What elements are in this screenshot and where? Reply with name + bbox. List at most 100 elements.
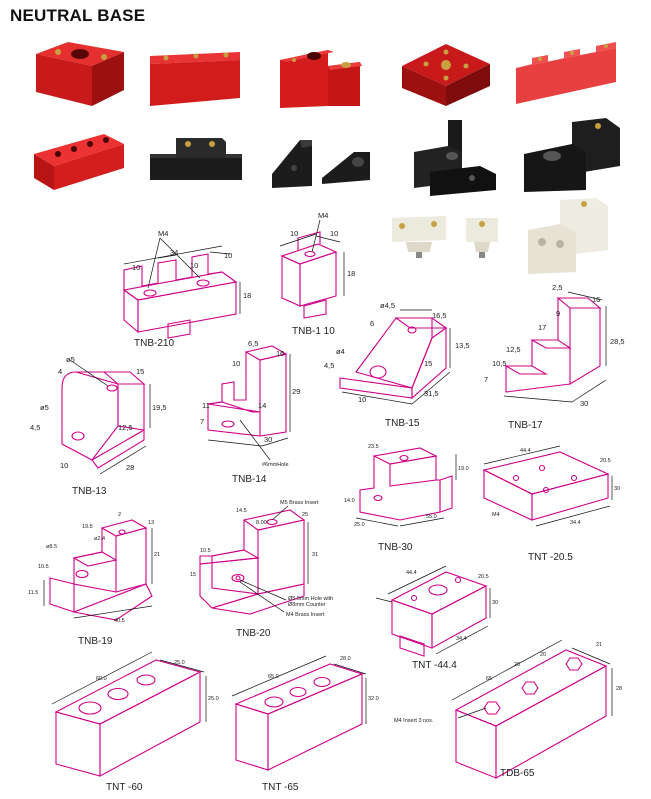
caption-tnb-14: TNB-14 bbox=[232, 474, 267, 485]
drawing-tdb-65: 65 20 20 21 28 M4 Insert 3 nos. TDB-65 bbox=[394, 639, 622, 779]
dim-tnb14-11: 11 bbox=[202, 401, 210, 410]
dim-tnb15-45b: 4,5 bbox=[324, 361, 334, 370]
dim-tnb20-f: 15 bbox=[190, 572, 196, 578]
drawing-tnt-65: 65.0 28.0 32.0 TNT -65 bbox=[231, 655, 379, 793]
drawing-tnb-17: 2,5 16 9 17 28,5 12,5 10,5 7 30 TNB-17 bbox=[484, 283, 625, 431]
dim-tnt65-b: 28.0 bbox=[340, 656, 351, 662]
dim-tnb19-g: 11.5 bbox=[28, 590, 38, 596]
dim-tnb20-c: 8.00 bbox=[256, 520, 267, 526]
dim-tnb19-f: 10.5 bbox=[38, 564, 49, 570]
dim-tdb65-e: 28 bbox=[616, 686, 622, 692]
dim-tnb30-c: 14.0 bbox=[344, 498, 355, 504]
dim-tnb17-285: 28,5 bbox=[610, 337, 625, 346]
caption-tnb-20: TNB-20 bbox=[236, 628, 271, 639]
dim-tnb15-15: 15 bbox=[424, 359, 432, 368]
caption-tnb-110: TNB-1 10 bbox=[292, 326, 335, 337]
photo-white-l-block bbox=[520, 196, 620, 276]
dim-tnb17-125: 12,5 bbox=[506, 345, 521, 354]
dim-tnb30-b: 19.0 bbox=[458, 466, 469, 472]
dim-tnt205-c: M4 bbox=[492, 512, 500, 518]
photo-red-bar-four-holes bbox=[28, 124, 128, 196]
dim-tnb13-45: 4,5 bbox=[30, 423, 40, 432]
dim-tnt60-a: 60.0 bbox=[96, 676, 107, 682]
dim-tnb17-16: 16 bbox=[592, 295, 600, 304]
dim-tnb13-125: 12,5 bbox=[118, 423, 133, 432]
page-title: NEUTRAL BASE bbox=[10, 6, 146, 25]
caption-tnt-65: TNT -65 bbox=[262, 782, 299, 793]
dim-tnt205-a: 44.4 bbox=[520, 448, 531, 454]
dim-tdb65-d: 21 bbox=[596, 642, 602, 648]
dim-tnb20-j: M4 Brass Insert bbox=[286, 612, 325, 618]
drawing-tnb-14: 6,5 16 10 29 14 11 7 30 #6mmHole TNB-14 bbox=[200, 339, 300, 485]
drawing-tnb-15: ø4,5 6 16,5 13,5 ø4 4,5 15 10 31,5 TNB-1… bbox=[324, 301, 470, 429]
photo-black-l-bracket bbox=[400, 116, 500, 200]
dim-tnb15-10: 10 bbox=[358, 395, 366, 404]
dim-tnt205-e: 34.4 bbox=[570, 520, 581, 526]
dim-tnb110-10b: 10 bbox=[330, 229, 338, 238]
dim-tnt60-c: 25.0 bbox=[208, 696, 219, 702]
dim-tnt205-b: 20.5 bbox=[600, 458, 611, 464]
drawing-tnb-20: 14.5 M5 Brass Insert 8.00 25 10.5 15 31 … bbox=[190, 500, 333, 639]
dim-tnb20-d: 25 bbox=[302, 512, 308, 518]
dim-tnb20-h: Ø5.5mm Hole with bbox=[288, 596, 333, 602]
dim-tnb13-28: 28 bbox=[126, 463, 134, 472]
dim-tnb20-b: M5 Brass Insert bbox=[280, 500, 319, 506]
dim-tnb20-a: 14.5 bbox=[236, 508, 247, 514]
dim-tnb19-i: 40.5 bbox=[114, 618, 125, 624]
dim-tnb210-10a: 10 bbox=[132, 263, 140, 272]
photo-white-insulators-pair bbox=[386, 208, 506, 262]
drawing-tnb-19: 2 19.5 13 ø2.4 ø8.5 10.5 11.5 21 40.5 TN… bbox=[28, 512, 160, 647]
dim-tnb19-a: 2 bbox=[118, 512, 121, 518]
drawing-tnb-30: 23.5 19.0 14.0 25.0 55.0 TNB-30 bbox=[344, 444, 469, 553]
dim-tnb19-d: ø2.4 bbox=[94, 536, 105, 542]
drawing-tnb-110: M4 10 10 18 TNB-1 10 bbox=[279, 211, 355, 337]
dim-tnb30-d: 25.0 bbox=[354, 522, 365, 528]
dim-tnb14-16: 16 bbox=[276, 349, 284, 358]
dim-tnb14-30: 30 bbox=[264, 435, 272, 444]
dim-tnb110-m4: M4 bbox=[318, 211, 328, 220]
dim-tnt60-b: 25.0 bbox=[174, 660, 185, 666]
drawing-tnt-20-5: 44.4 20.5 M4 30 34.4 TNT -20.5 bbox=[482, 445, 620, 563]
dim-tnb14-14: 14 bbox=[258, 401, 266, 410]
dim-tnb17-30: 30 bbox=[580, 399, 588, 408]
caption-tnt-20-5: TNT -20.5 bbox=[528, 552, 573, 563]
dim-tnb19-h: 21 bbox=[154, 552, 160, 558]
dim-tnb17-9: 9 bbox=[556, 309, 560, 318]
dim-tnt444-a: 44.4 bbox=[406, 570, 417, 576]
dim-tdb65-a: 65 bbox=[486, 676, 492, 682]
dim-tnb13-4: 4 bbox=[58, 367, 62, 376]
dim-tnb20-e: 10.5 bbox=[200, 548, 211, 554]
drawing-tnt-60: 60.0 25.0 25.0 TNT -60 bbox=[51, 651, 219, 793]
dim-tnt65-c: 32.0 bbox=[368, 696, 379, 702]
dim-tnb19-b: 19.5 bbox=[82, 524, 93, 530]
caption-tnb-15: TNB-15 bbox=[385, 418, 420, 429]
dim-tnb210-18: 18 bbox=[243, 291, 251, 300]
dim-tnb19-c: 13 bbox=[148, 520, 154, 526]
dim-tnb17-25: 2,5 bbox=[552, 283, 562, 292]
dim-tnb15-45a: ø4,5 bbox=[380, 301, 395, 310]
drawing-tnb-13: ø5 4 15 19,5 ø5 12,5 4,5 10 28 TNB-13 bbox=[30, 355, 167, 497]
dim-tnb17-7: 7 bbox=[484, 375, 488, 384]
dim-tnb30-e: 55.0 bbox=[426, 514, 437, 520]
dim-tnb110-18: 18 bbox=[347, 269, 355, 278]
photo-black-base-with-feet bbox=[146, 128, 246, 196]
dim-tnb15-135: 13,5 bbox=[455, 341, 470, 350]
dim-tnb14-29: 29 bbox=[292, 387, 300, 396]
dim-tnb17-17: 17 bbox=[538, 323, 546, 332]
dim-tnt444-c: 30 bbox=[492, 600, 498, 606]
dim-tnb13-15: 15 bbox=[136, 367, 144, 376]
dim-tnt65-a: 65.0 bbox=[268, 674, 279, 680]
drawing-tnt-44-4: 44.4 20.5 30 34.4 TNT -44.4 bbox=[375, 565, 498, 671]
dim-tnb13-10: 10 bbox=[60, 461, 68, 470]
dim-tnb15-4: ø4 bbox=[336, 347, 345, 356]
dim-tnb15-315: 31,5 bbox=[424, 389, 439, 398]
photo-red-square-block bbox=[396, 30, 496, 110]
caption-tnt-44-4: TNT -44.4 bbox=[412, 660, 457, 671]
dim-tnb15-6: 6 bbox=[370, 319, 374, 328]
photo-red-castellated-bar bbox=[512, 42, 622, 112]
caption-tnb-30: TNB-30 bbox=[378, 542, 413, 553]
dim-tnb210-10b: 10 bbox=[190, 261, 198, 270]
photo-red-block-two-inserts bbox=[28, 32, 128, 112]
photo-red-stepped-block bbox=[270, 36, 370, 114]
